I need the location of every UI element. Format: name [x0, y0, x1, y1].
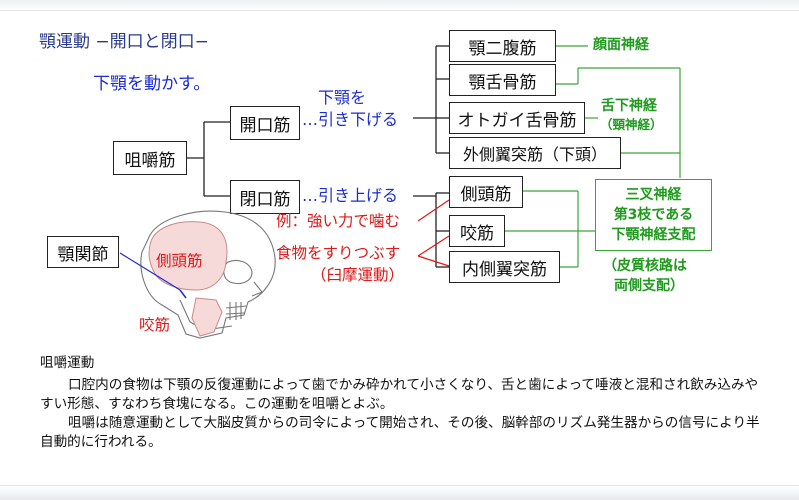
box-mastication-muscles: 咀嚼筋 — [113, 141, 187, 175]
example-strong-bite: 例：強い力で噛む — [276, 212, 401, 230]
action-close: …引き上げる — [302, 186, 399, 205]
body-paragraph-1: 口腔内の食物は下顎の反復運動によって歯でかみ砕かれて小さくなり、舌と歯によって唾… — [40, 377, 759, 412]
nerve-hypoglossal-sub: （頸神経） — [600, 117, 663, 132]
tmj-label-box: 顎関節 — [47, 236, 119, 268]
trigeminal-line2: 第3枝である — [613, 206, 694, 223]
example-grinding-note: （臼摩運動） — [311, 266, 405, 284]
footer-bar — [0, 485, 799, 500]
box-digastric: 顎二腹筋 — [449, 30, 556, 62]
nerve-hypoglossal: 舌下神経 — [601, 98, 657, 114]
box-lateral-pterygoid: 外側翼突筋（下頭） — [449, 137, 621, 169]
action-open-line1: 下顎を — [318, 88, 367, 107]
skull-masseter-label: 咬筋 — [139, 316, 171, 334]
box-jaw-closing-muscles: 閉口筋 — [230, 180, 300, 214]
trigeminal-line1: 三叉神経 — [625, 186, 682, 203]
bilateral-line1: （皮質核路は — [603, 258, 687, 274]
action-open-line2: …引き下げる — [302, 110, 399, 129]
body-paragraph-2: 咀嚼は随意運動として大脳皮質からの司令によって開始され、その後、脳幹部のリズム発… — [40, 415, 760, 450]
subtitle: 下顎を動かす。 — [93, 74, 211, 94]
skull-temporalis-label: 側頭筋 — [156, 252, 203, 270]
top-bar — [0, 0, 799, 11]
box-mylohyoid: 顎舌骨筋 — [449, 64, 556, 96]
trigeminal-line3: 下顎神経支配 — [611, 227, 696, 244]
box-medial-pterygoid: 内側翼突筋 — [449, 251, 560, 283]
nerve-facial: 顔面神経 — [593, 37, 649, 53]
box-jaw-opening-muscles: 開口筋 — [230, 106, 300, 140]
trigeminal-box: 三叉神経 第3枝である 下顎神経支配 — [595, 179, 712, 251]
box-masseter: 咬筋 — [449, 215, 505, 247]
example-grinding: 食物をすりつぶす — [276, 244, 401, 262]
box-temporalis: 側頭筋 — [449, 176, 523, 208]
box-geniohyoid: オトガイ舌骨筋 — [449, 102, 585, 134]
body-heading: 咀嚼運動 — [40, 355, 95, 371]
bilateral-line2: 両側支配） — [614, 278, 684, 294]
slide-title: 顎運動 −開口と閉口− — [39, 32, 209, 52]
